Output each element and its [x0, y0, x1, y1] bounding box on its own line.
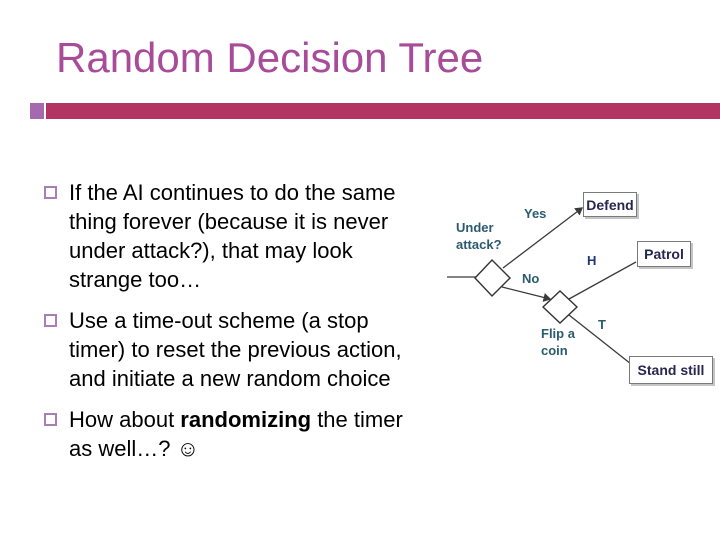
stand-still-node: Stand still	[629, 356, 713, 384]
bullet-text: Use a time-out scheme (a stop timer) to …	[69, 308, 402, 391]
bullet-text: How about randomizing the timer as well……	[69, 407, 403, 461]
yes-edge-label: Yes	[524, 206, 547, 221]
accent-square	[30, 103, 44, 119]
yes-edge	[502, 207, 584, 269]
no-edge	[501, 286, 552, 302]
tails-edge	[568, 314, 632, 365]
heads-edge	[568, 261, 637, 300]
bullet-list: If the AI continues to do the same thing…	[44, 178, 452, 475]
under-attack-label: Under attack?	[456, 220, 502, 252]
page-title: Random Decision Tree	[56, 34, 484, 81]
no-edge-label: No	[522, 271, 540, 286]
defend-node: Defend	[583, 192, 637, 217]
bullet-text: If the AI continues to do the same thing…	[69, 180, 396, 292]
under-attack-decision-diamond	[474, 258, 511, 298]
list-item: Use a time-out scheme (a stop timer) to …	[44, 306, 452, 393]
tails-edge-label: T	[598, 317, 606, 332]
bullet-square-icon	[44, 413, 57, 426]
flip-coin-chance-diamond	[541, 290, 579, 324]
bullet-square-icon	[44, 186, 57, 199]
heads-edge-label: H	[587, 253, 597, 268]
list-item: How about randomizing the timer as well……	[44, 405, 452, 463]
accent-bar	[46, 103, 720, 119]
flip-a-coin-label: Flip a coin	[541, 326, 575, 358]
decision-tree-edges	[447, 207, 637, 365]
bullet-square-icon	[44, 314, 57, 327]
patrol-node: Patrol	[637, 241, 691, 267]
list-item: If the AI continues to do the same thing…	[44, 178, 452, 294]
